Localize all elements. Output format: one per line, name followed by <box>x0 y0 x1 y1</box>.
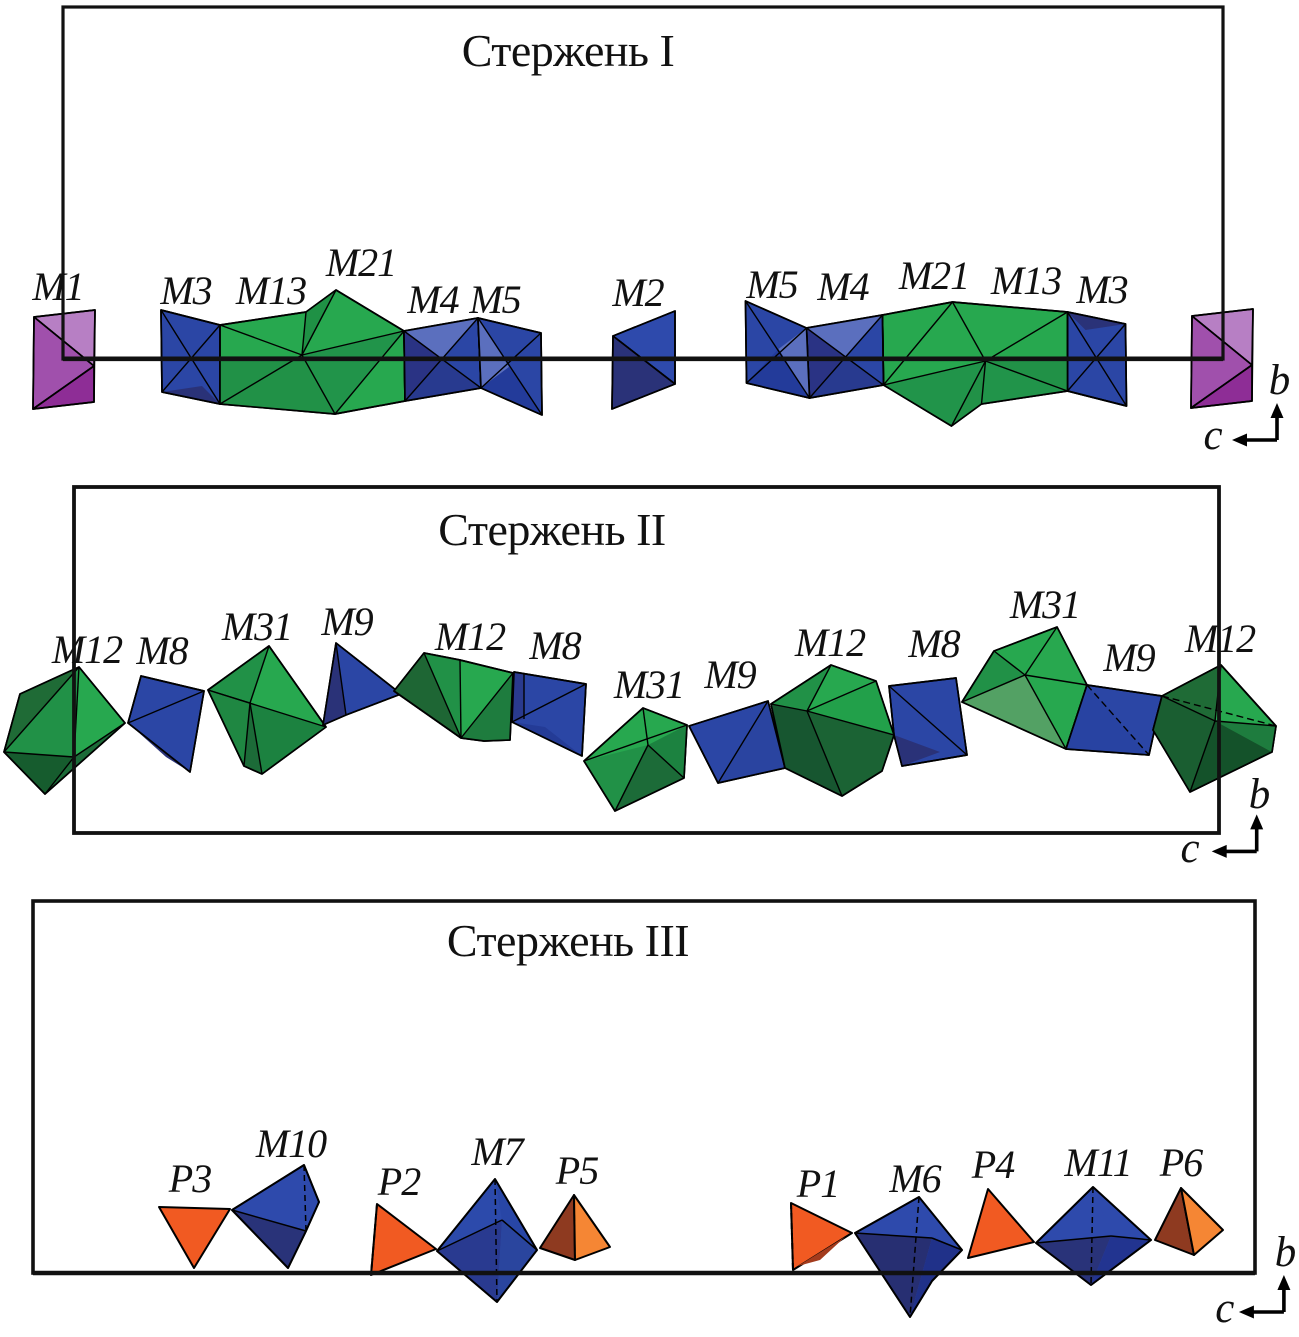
svg-text:M11: M11 <box>1063 1140 1131 1185</box>
svg-text:M12: M12 <box>434 614 506 659</box>
svg-text:M12: M12 <box>51 627 123 672</box>
svg-text:M3: M3 <box>1075 267 1127 312</box>
svg-text:M9: M9 <box>703 652 756 697</box>
svg-text:P4: P4 <box>971 1142 1015 1187</box>
svg-text:c: c <box>1180 825 1199 872</box>
svg-text:M2: M2 <box>611 270 664 315</box>
svg-text:M31: M31 <box>221 604 292 649</box>
svg-text:M31: M31 <box>613 662 684 707</box>
svg-text:M8: M8 <box>907 621 960 666</box>
svg-text:Стержень II: Стержень II <box>438 504 665 555</box>
svg-text:M10: M10 <box>255 1121 327 1166</box>
svg-text:P3: P3 <box>168 1156 211 1201</box>
svg-text:b: b <box>1269 357 1291 404</box>
svg-text:P1: P1 <box>796 1161 839 1206</box>
svg-text:M7: M7 <box>470 1129 525 1174</box>
svg-text:M9: M9 <box>1102 635 1155 680</box>
svg-text:M5: M5 <box>745 262 797 307</box>
svg-text:M3: M3 <box>159 268 211 313</box>
svg-text:M21: M21 <box>898 253 969 298</box>
svg-text:M21: M21 <box>325 240 396 285</box>
svg-text:P6: P6 <box>1159 1140 1203 1185</box>
svg-text:M8: M8 <box>528 623 581 668</box>
svg-text:c: c <box>1203 412 1222 459</box>
svg-text:M31: M31 <box>1009 582 1080 627</box>
svg-text:b: b <box>1249 771 1271 818</box>
svg-text:M13: M13 <box>235 268 306 313</box>
svg-text:M12: M12 <box>1184 616 1256 661</box>
svg-text:M5: M5 <box>468 277 520 322</box>
svg-text:M6: M6 <box>888 1156 941 1201</box>
svg-text:M12: M12 <box>794 620 866 665</box>
svg-text:M4: M4 <box>816 264 869 309</box>
svg-text:c: c <box>1215 1285 1234 1332</box>
svg-text:M13: M13 <box>990 258 1061 303</box>
svg-text:P2: P2 <box>377 1159 421 1204</box>
svg-text:M4: M4 <box>406 277 459 322</box>
svg-text:Стержень I: Стержень I <box>462 25 675 76</box>
svg-text:M1: M1 <box>31 264 83 309</box>
svg-text:M9: M9 <box>320 599 373 644</box>
svg-text:P5: P5 <box>555 1148 598 1193</box>
svg-text:b: b <box>1275 1229 1297 1276</box>
svg-text:M8: M8 <box>135 628 188 673</box>
svg-text:Стержень III: Стержень III <box>447 915 689 966</box>
